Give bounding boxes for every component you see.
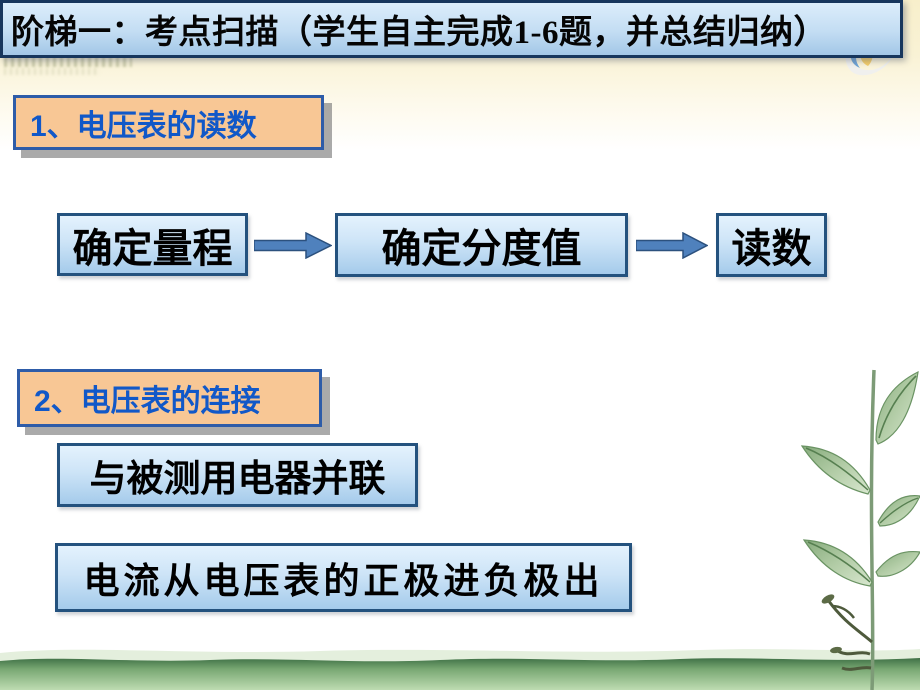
arrow-right-icon xyxy=(636,232,708,259)
watermark-text-blur xyxy=(4,57,132,67)
section-1-heading: 1、电压表的读数 xyxy=(13,95,324,150)
section-2-heading: 2、电压表的连接 xyxy=(17,369,322,427)
watermark-text-blur xyxy=(4,68,100,75)
rule-current-direction-label: 电流从电压表的正极进负极出 xyxy=(83,560,604,601)
rule-parallel-connection-label: 与被测用电器并联 xyxy=(89,459,386,500)
sprout-plant-illustration xyxy=(800,369,920,690)
slide-title: 阶梯一：考点扫描（学生自主完成1-6题，并总结归纳） xyxy=(11,15,827,51)
grass-ground xyxy=(0,649,920,690)
arrow-right-icon xyxy=(254,232,332,259)
section-2-heading-label: 2、电压表的连接 xyxy=(34,385,261,418)
flow-step-division: 确定分度值 xyxy=(335,213,628,277)
flow-step-range: 确定量程 xyxy=(57,213,248,276)
flow-step-division-label: 确定分度值 xyxy=(381,226,582,271)
flow-step-reading-label: 读数 xyxy=(731,226,812,271)
flow-step-reading: 读数 xyxy=(716,213,827,277)
rule-current-direction: 电流从电压表的正极进负极出 xyxy=(55,543,632,612)
title-banner: 阶梯一：考点扫描（学生自主完成1-6题，并总结归纳） xyxy=(0,0,903,58)
section-1-heading-label: 1、电压表的读数 xyxy=(30,109,257,143)
rule-parallel-connection: 与被测用电器并联 xyxy=(57,443,418,507)
flow-step-range-label: 确定量程 xyxy=(72,225,233,271)
